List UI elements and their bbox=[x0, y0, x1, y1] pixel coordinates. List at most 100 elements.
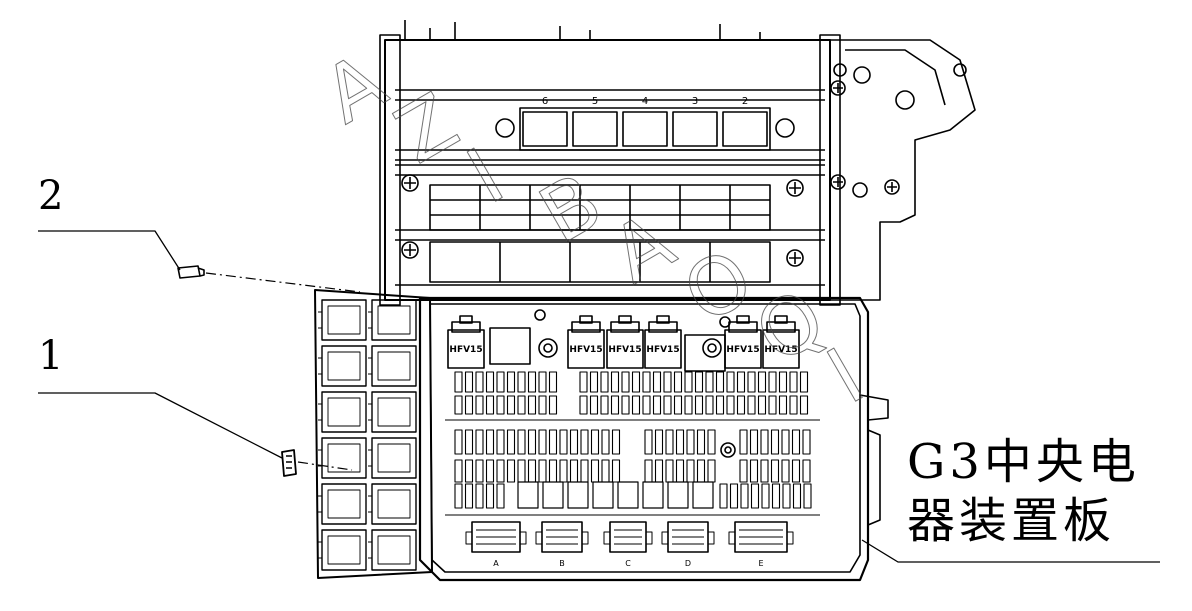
fuse bbox=[475, 483, 484, 509]
fuse bbox=[621, 395, 630, 415]
fuse bbox=[454, 459, 463, 483]
fuse bbox=[485, 483, 495, 509]
fuse bbox=[799, 371, 809, 393]
fuse bbox=[559, 459, 568, 483]
fuse bbox=[600, 371, 609, 393]
fuse bbox=[673, 371, 683, 393]
fuse bbox=[506, 459, 516, 483]
fuse bbox=[601, 429, 610, 455]
fuse bbox=[506, 395, 516, 415]
fuse bbox=[719, 483, 728, 509]
left-relay-cell bbox=[371, 345, 417, 387]
relay-label: HFV15 bbox=[449, 345, 482, 355]
fuse bbox=[686, 459, 695, 483]
fuse bbox=[696, 429, 706, 455]
callout-number-2: 2 bbox=[38, 173, 64, 219]
fuse bbox=[792, 483, 802, 509]
fuse bbox=[761, 483, 770, 509]
relay-unlabeled bbox=[489, 327, 531, 365]
fuse bbox=[781, 429, 790, 455]
fuse bbox=[665, 429, 674, 455]
fuse bbox=[739, 459, 748, 483]
board-title-line-1: G3中央电 bbox=[907, 434, 1140, 490]
fuse bbox=[580, 429, 589, 455]
fuse bbox=[736, 395, 746, 415]
fuse bbox=[621, 371, 630, 393]
fuse bbox=[707, 459, 716, 483]
leader-line-board bbox=[861, 539, 1160, 563]
left-relay-cell bbox=[371, 299, 417, 341]
connector-letter: A bbox=[493, 559, 499, 568]
fuse bbox=[802, 429, 811, 455]
left-relay-cell bbox=[321, 299, 367, 341]
fuse bbox=[538, 371, 547, 393]
fuse bbox=[747, 395, 756, 415]
fuse bbox=[715, 395, 725, 415]
fuse bbox=[799, 395, 809, 415]
callout-number-1: 1 bbox=[38, 333, 64, 379]
fuse bbox=[694, 395, 704, 415]
bracket-slot-number: 6 bbox=[542, 96, 548, 107]
fuse bbox=[644, 459, 653, 483]
left-relay-cells bbox=[318, 299, 417, 571]
fuse bbox=[517, 459, 526, 483]
connector: E bbox=[728, 521, 794, 568]
bracket-slot-cell bbox=[672, 111, 718, 147]
fuse bbox=[663, 395, 672, 415]
fuse bbox=[749, 429, 759, 455]
left-relay-cell bbox=[321, 529, 367, 571]
fuse bbox=[485, 429, 495, 455]
fuse bbox=[768, 371, 777, 393]
fuse bbox=[527, 395, 537, 415]
fuse bbox=[464, 459, 474, 483]
connector-letter: D bbox=[685, 559, 691, 568]
fuse bbox=[496, 483, 505, 509]
left-relay-cell bbox=[321, 437, 367, 479]
fuse bbox=[802, 459, 811, 483]
relay-label: HFV15 bbox=[646, 345, 679, 355]
relay-label: HFV15 bbox=[608, 345, 641, 355]
fuse bbox=[652, 395, 662, 415]
fuse bbox=[760, 459, 769, 483]
fuse bbox=[454, 483, 463, 509]
part-2 bbox=[177, 265, 361, 293]
fuse bbox=[548, 371, 558, 393]
bracket-slot-cell bbox=[622, 111, 668, 147]
connector-letter: E bbox=[758, 559, 763, 568]
mini-relay bbox=[542, 481, 564, 509]
fuse bbox=[610, 371, 620, 393]
fuse bbox=[740, 483, 749, 509]
fuse bbox=[705, 395, 714, 415]
fuse bbox=[538, 459, 547, 483]
fuse bbox=[768, 395, 777, 415]
fuse bbox=[803, 483, 812, 509]
mini-relay bbox=[517, 481, 539, 509]
fuse bbox=[611, 429, 621, 455]
fuse bbox=[454, 371, 463, 393]
fuse bbox=[789, 371, 798, 393]
relay-label: HFV15 bbox=[569, 345, 602, 355]
bracket-slot-number: 2 bbox=[742, 96, 748, 107]
relay: HFV15 bbox=[606, 315, 644, 369]
fuse bbox=[610, 395, 620, 415]
fuse bbox=[454, 429, 463, 455]
fuse bbox=[757, 395, 767, 415]
fuse bbox=[673, 395, 683, 415]
left-relay-cell bbox=[321, 391, 367, 433]
fuse bbox=[631, 371, 641, 393]
fuse bbox=[726, 395, 735, 415]
mini-relay bbox=[567, 481, 589, 509]
bracket-slot-cell bbox=[522, 111, 568, 147]
fuse bbox=[496, 371, 505, 393]
fuse bbox=[747, 371, 756, 393]
fuse bbox=[475, 371, 484, 393]
fuse bbox=[684, 395, 693, 415]
leader-line-2 bbox=[38, 230, 181, 271]
fuse bbox=[579, 371, 588, 393]
fuse bbox=[496, 395, 505, 415]
fuse bbox=[496, 459, 505, 483]
fuse bbox=[778, 395, 788, 415]
